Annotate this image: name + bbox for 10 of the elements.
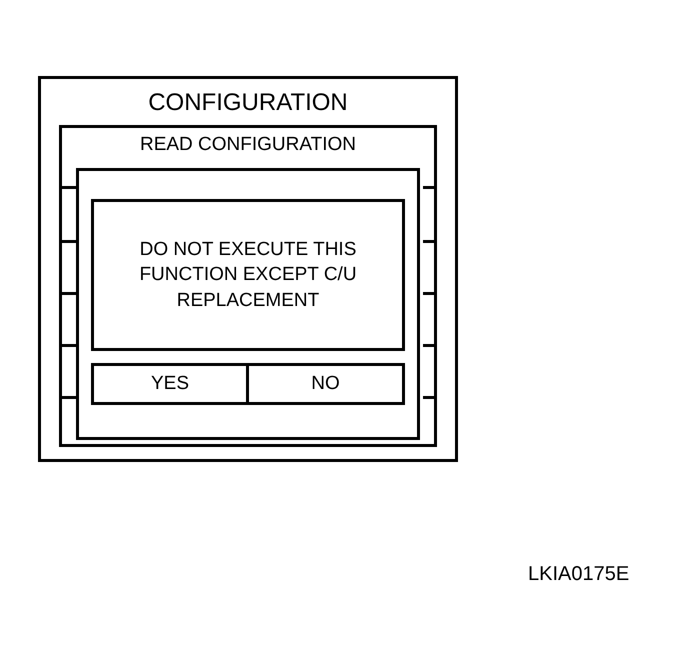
panel-heading: CONFIGURATION xyxy=(148,89,348,117)
warning-message: DO NOT EXECUTE THIS FUNCTION EXCEPT C/U REPLACEMENT xyxy=(138,238,358,313)
no-button: NO xyxy=(246,363,405,405)
menu-panel xyxy=(59,125,437,447)
message-box xyxy=(91,199,405,351)
figure-code: LKIA0175E xyxy=(528,563,630,586)
panel-heading: READ CONFIGURATION xyxy=(140,134,356,156)
yes-button: YES xyxy=(91,363,249,405)
dialog-box xyxy=(76,168,420,440)
screen-frame xyxy=(38,76,458,462)
